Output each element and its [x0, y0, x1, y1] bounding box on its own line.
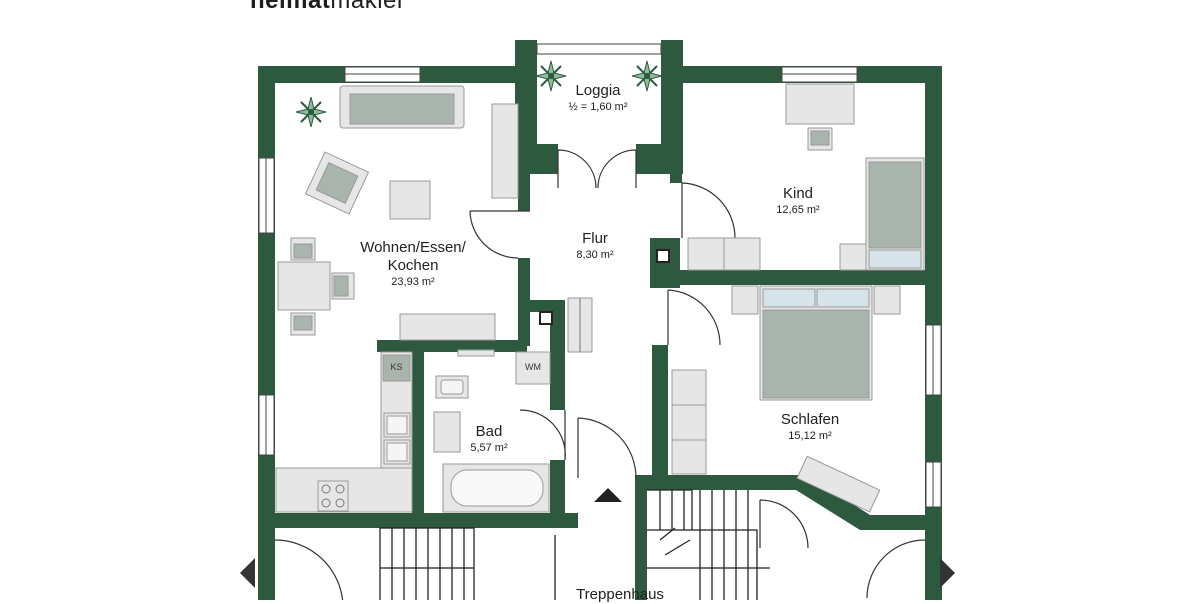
schlafen-wardrobe [671, 369, 707, 475]
wall-wohnen-bad [377, 340, 527, 352]
door-swing-icon [469, 210, 530, 259]
chimney [539, 311, 553, 325]
wall-bottom-diagonal [792, 475, 942, 530]
stove [317, 480, 349, 512]
toilet [433, 411, 461, 453]
armchair [304, 151, 370, 215]
wall-flur-kind-upper [670, 83, 682, 183]
plant-icon [631, 60, 663, 92]
wall-bad-flur-upper [550, 300, 565, 410]
desk [785, 83, 855, 125]
entrance-arrow-icon [594, 488, 622, 502]
door-opening [578, 420, 638, 428]
wall-wohnen-flur-lower [518, 258, 530, 346]
room-area: ½ = 1,60 m² [568, 101, 628, 113]
fridge [382, 354, 411, 382]
wall-kind-schlafen [672, 270, 932, 285]
room-label-kind: Kind 12,65 m² [748, 185, 848, 218]
door-swing-icon [557, 149, 597, 189]
door-swing-icon [667, 289, 721, 346]
stairs-left [379, 527, 475, 600]
sofa-seat [349, 93, 455, 125]
window-loggia [536, 43, 662, 55]
wall-flur-notch [530, 300, 565, 312]
room-label-wohnen: Wohnen/Essen/ Kochen 23,93 m² [340, 239, 486, 290]
wall-bad-flur-lower [550, 460, 565, 528]
room-name: Flur [582, 230, 608, 247]
room-label-schlafen: Schlafen 15,12 m² [760, 411, 860, 444]
room-name: Wohnen/Essen/ [360, 239, 466, 256]
brand-light: makler [330, 0, 406, 14]
wall-bottom-left [258, 513, 578, 528]
mirror-shelf [457, 349, 495, 357]
door-swing-icon [519, 409, 566, 461]
sideboard [399, 313, 496, 341]
room-area: 12,65 m² [776, 204, 820, 216]
room-label-bad: Bad 5,57 m² [454, 423, 524, 456]
nightstand [839, 243, 867, 271]
interior-walls [377, 83, 932, 600]
room-area: 23,93 m² [391, 276, 435, 288]
room-name: Schlafen [780, 411, 840, 428]
washing-machine [515, 351, 551, 385]
room-name: Kind [782, 185, 814, 202]
wall-flur-schlafen [652, 345, 668, 475]
plant-icon [535, 60, 567, 92]
dining-table [277, 261, 331, 311]
room-name-2: Kochen [387, 257, 439, 274]
coffee-table [389, 180, 431, 220]
nav-right-arrow-icon[interactable] [940, 558, 955, 588]
brand-logo: heimatmakler [250, 0, 405, 15]
windows [258, 43, 942, 508]
door-swing-icon [597, 149, 637, 189]
doors [274, 149, 926, 600]
wall-bottom-mid [640, 475, 700, 490]
fridge-label: KS [390, 362, 403, 372]
door-swing-icon [866, 539, 926, 599]
wall-stair-left [635, 475, 647, 600]
wall-wohnen-flur-upper [518, 83, 530, 211]
room-name: Bad [475, 423, 503, 440]
plant-icon [295, 96, 327, 128]
room-area: 8,30 m² [576, 249, 614, 261]
nightstand [731, 285, 759, 315]
nightstand [873, 285, 901, 315]
room-label-treppenhaus: Treppenhaus [560, 586, 680, 604]
furniture [275, 83, 925, 513]
wall-bottom-mid2 [692, 475, 800, 490]
washer-label: WM [525, 362, 541, 372]
room-label-loggia: Loggia ½ = 1,60 m² [548, 82, 648, 115]
nav-left-arrow-icon[interactable] [240, 558, 255, 588]
room-name: Treppenhaus [576, 586, 664, 603]
door-swing-icon [274, 539, 344, 600]
door-swing-icon [681, 182, 736, 239]
stairs-icon [379, 489, 770, 600]
door-swing-icon [577, 417, 637, 479]
shelf [491, 103, 519, 199]
chimney [656, 249, 670, 263]
room-area: 5,57 m² [470, 442, 508, 454]
room-label-flur: Flur 8,30 m² [545, 230, 645, 263]
door-swing-icon [759, 499, 809, 549]
room-name: Loggia [575, 82, 621, 99]
wall-kitchen-bad [412, 345, 424, 515]
room-area: 15,12 m² [788, 430, 832, 442]
brand-bold: heimat [250, 0, 331, 14]
dresser [796, 455, 881, 513]
